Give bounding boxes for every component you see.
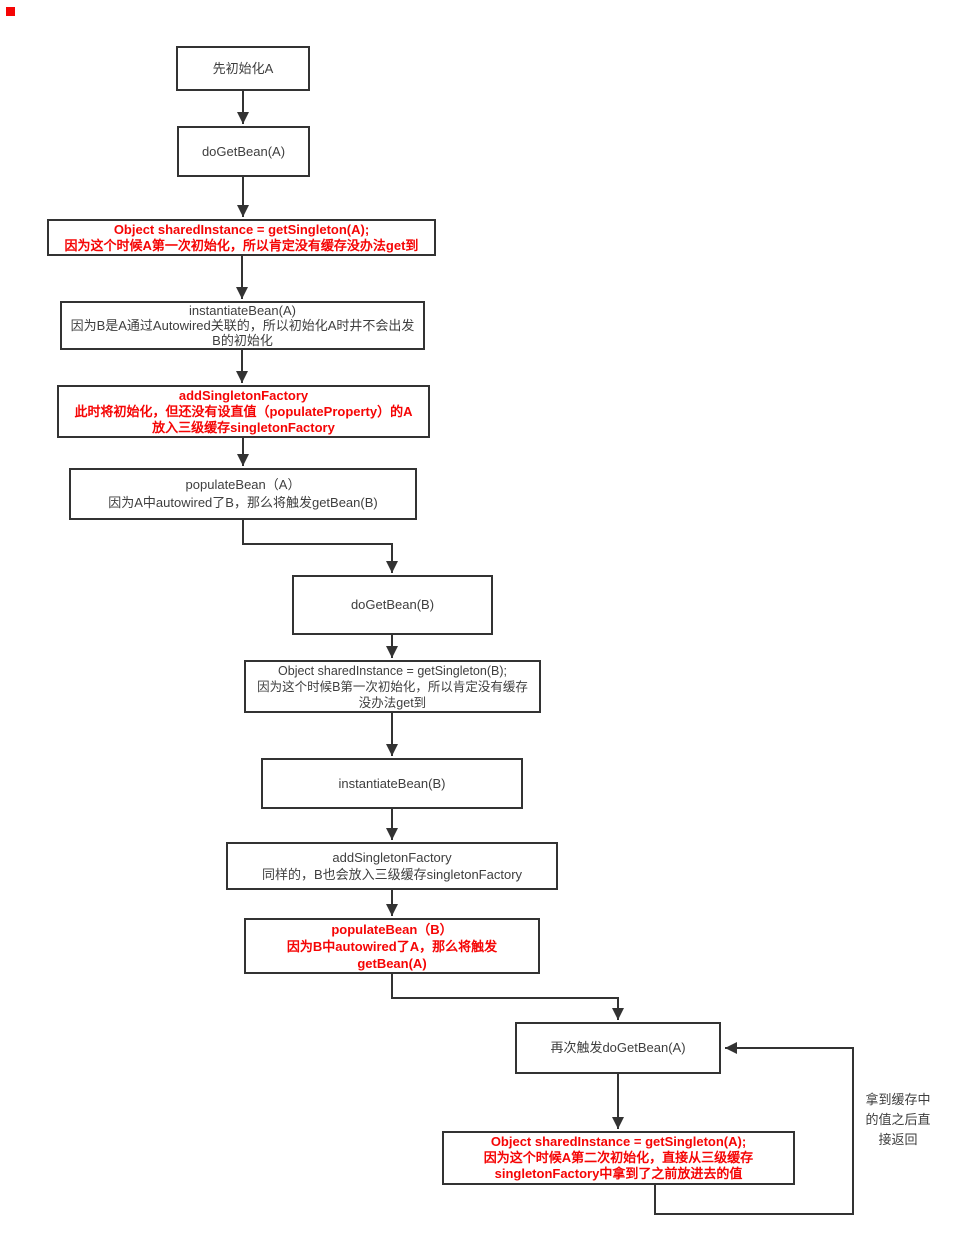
flow-node-addsingletonfactory-a: addSingletonFactory 此时将初始化，但还没有设直值（popul… xyxy=(57,385,430,438)
flow-node-dogetbean-b: doGetBean(B) xyxy=(292,575,493,635)
flow-node-getsingleton-a-first: Object sharedInstance = getSingleton(A);… xyxy=(47,219,436,256)
arrow-populatebean-b-to-dogetbean-a-again xyxy=(391,974,624,1020)
flow-node-getsingleton-a-second: Object sharedInstance = getSingleton(A);… xyxy=(442,1131,795,1185)
flow-node-populatebean-a: populateBean（A） 因为A中autowired了B，那么将触发get… xyxy=(69,468,417,520)
flow-node-getsingleton-b: Object sharedInstance = getSingleton(B);… xyxy=(244,660,541,713)
flow-node-populatebean-b: populateBean（B） 因为B中autowired了A，那么将触发 ge… xyxy=(244,918,540,974)
flow-node-instantiatebean-a: instantiateBean(A) 因为B是A通过Autowired关联的，所… xyxy=(60,301,425,350)
return-note: 拿到缓存中 的值之后直 接返回 xyxy=(865,1092,931,1147)
flow-node-instantiatebean-b: instantiateBean(B) xyxy=(261,758,523,809)
corner-marker xyxy=(6,7,15,16)
flow-node-dogetbean-a-again: 再次触发doGetBean(A) xyxy=(515,1022,721,1074)
flow-node-addsingletonfactory-b: addSingletonFactory 同样的，B也会放入三级缓存singlet… xyxy=(226,842,558,890)
flow-node-init-a: 先初始化A xyxy=(176,46,310,91)
flow-node-dogetbean-a: doGetBean(A) xyxy=(177,126,310,177)
arrow-populatebean-a-to-dogetbean-b xyxy=(242,520,398,573)
